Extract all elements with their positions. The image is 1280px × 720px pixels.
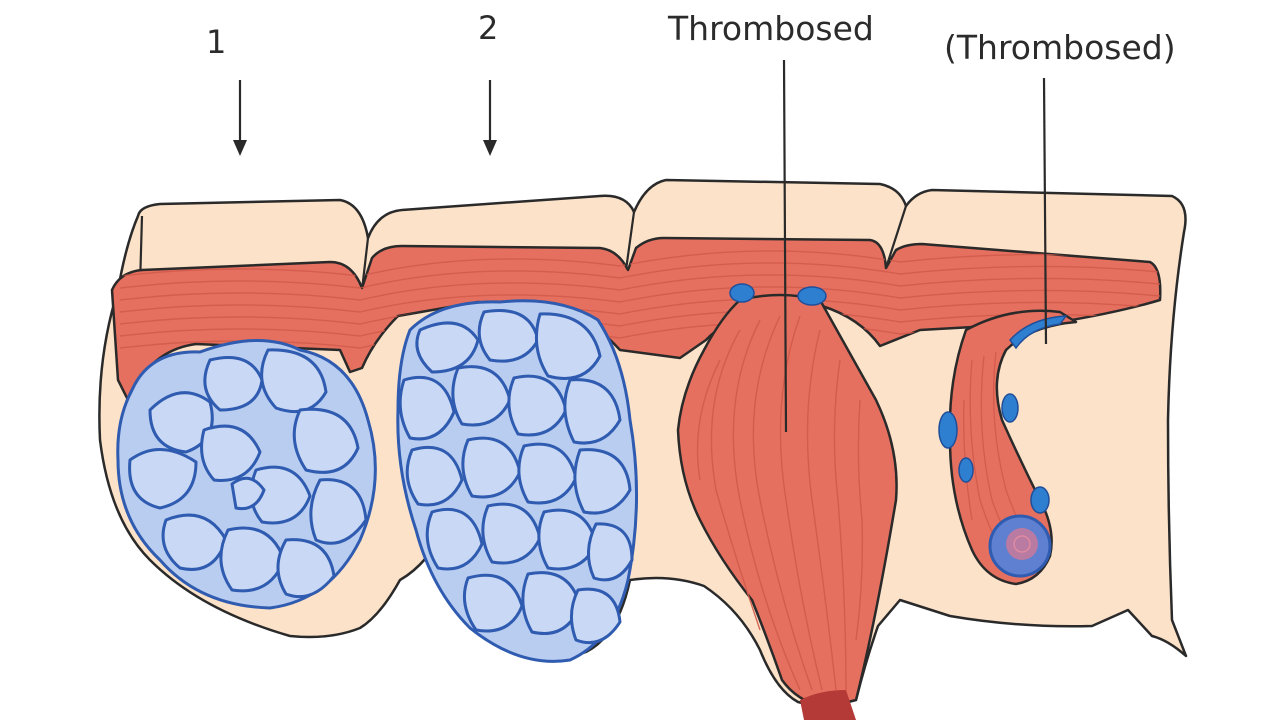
thrombus-spot (938, 411, 958, 449)
hemorrhoid-1-clot (116, 338, 377, 610)
thrombus-core-center (1006, 528, 1038, 560)
surface-ridges (138, 205, 908, 291)
thrombus-edge (1009, 315, 1068, 350)
arrow-1 (233, 80, 247, 156)
hemorrhoid-2-clot (396, 299, 639, 663)
label-stage-2: 2 (478, 9, 499, 47)
thrombus-spot (729, 283, 755, 303)
thrombus-spot (958, 457, 974, 483)
pointer-line-thrombosed (782, 59, 788, 433)
pointer-line-thrombosed-paren (1042, 77, 1048, 345)
label-thrombosed: Thrombosed (668, 9, 874, 48)
thrombus-spot (1001, 393, 1019, 423)
label-stage-1: 1 (206, 23, 227, 61)
label-thrombosed-paren: (Thrombosed) (944, 28, 1176, 67)
thrombus-spot (1030, 486, 1050, 514)
muscle-layer (110, 236, 1162, 402)
arrow-2 (483, 80, 497, 156)
thrombus-spot (797, 286, 827, 306)
vessel-stalk (800, 690, 856, 720)
